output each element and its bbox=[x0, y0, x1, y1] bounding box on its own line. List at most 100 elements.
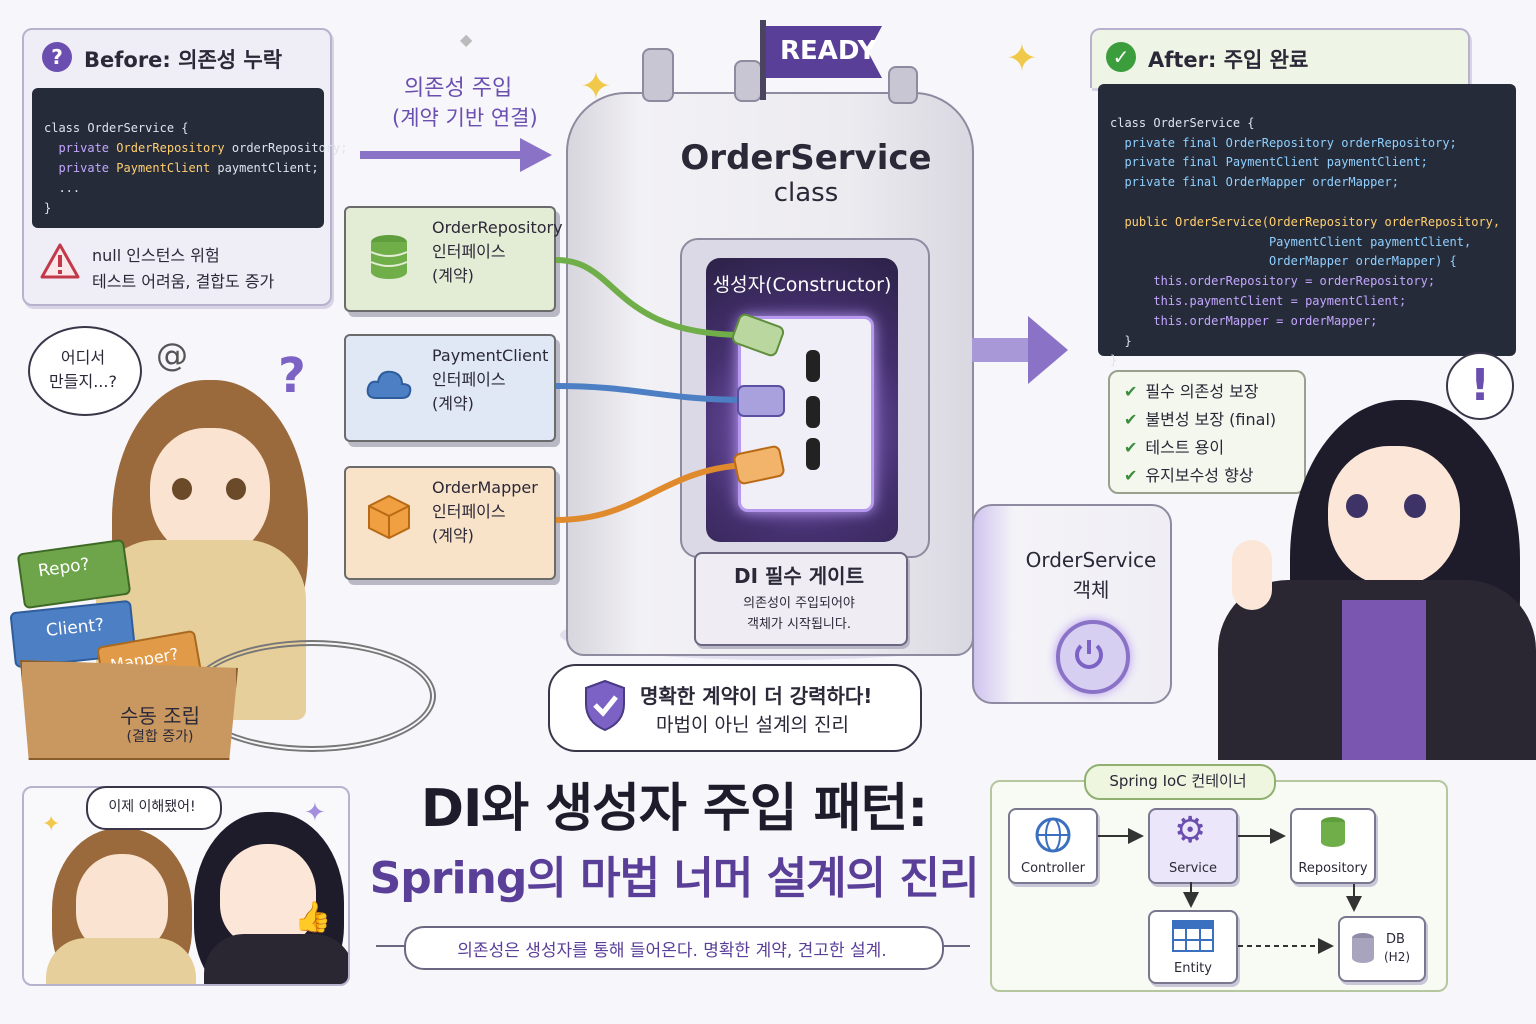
girl-left-face bbox=[150, 428, 270, 558]
benefit-item: ✔유지보수성 향상 bbox=[1124, 462, 1304, 490]
code-line: class OrderService { bbox=[1110, 115, 1255, 130]
machine-knob bbox=[734, 60, 762, 102]
question-icon: ? bbox=[42, 42, 72, 72]
machine-title: OrderService bbox=[680, 138, 932, 178]
interface-type: 인터페이스 bbox=[432, 502, 506, 521]
injection-label-1: 의존성 주입 bbox=[404, 76, 513, 101]
main-title-line-2: Spring의 마법 너머 설계의 진리 bbox=[369, 853, 980, 904]
box-label-1: 수동 조립 bbox=[120, 704, 200, 728]
bottom-comic-speech-text: 이제 이해됐어! bbox=[108, 799, 196, 815]
cloud-icon bbox=[366, 370, 412, 399]
benefit-item: ✔ 필수 의존성 보장 bbox=[1124, 378, 1304, 406]
shield-line-1: 명확한 계약이 더 강력하다! bbox=[640, 684, 873, 708]
benefit-label: 불변성 보장 (final) bbox=[1145, 410, 1277, 429]
check-circle-icon: ✓ bbox=[1106, 42, 1136, 72]
tagline-pill bbox=[404, 926, 944, 970]
thumbs-up-icon: 👍 bbox=[294, 900, 332, 935]
code-keyword: private bbox=[58, 141, 110, 155]
flag-pole bbox=[760, 20, 766, 100]
exclamation-bubble: ! bbox=[1446, 352, 1514, 420]
dependency-cables bbox=[555, 257, 785, 523]
interface-type: 인터페이스 bbox=[432, 242, 506, 261]
ioc-arrows bbox=[1098, 828, 1362, 954]
benefit-label: 테스트 용이 bbox=[1145, 438, 1225, 457]
code-line: this.orderRepository = orderRepository; bbox=[1110, 274, 1436, 289]
gate-line-1: 의존성이 주입되어야 bbox=[743, 596, 855, 611]
socket-slot bbox=[806, 438, 820, 470]
code-line: } bbox=[1110, 353, 1118, 368]
gate-line-2: 객체가 시작됩니다. bbox=[747, 617, 851, 632]
thinking-line-2: 만들지...? bbox=[49, 372, 117, 391]
after-code-block: class OrderService { private final Order… bbox=[1098, 84, 1516, 367]
interface-card-paymentclient: PaymentClient 인터페이스 (계약) bbox=[344, 334, 556, 442]
ioc-node-label: Repository bbox=[1298, 861, 1368, 876]
sparkle-icon: ◆ bbox=[460, 30, 473, 49]
code-line: private final PaymentClient paymentClien… bbox=[1110, 155, 1428, 170]
check-icon: ✔ bbox=[1124, 382, 1138, 401]
after-panel bbox=[1090, 28, 1470, 88]
code-line: this.paymentClient = paymentClient; bbox=[1110, 293, 1407, 308]
comic-girl-dark-face bbox=[220, 844, 316, 946]
thinking-bubble bbox=[28, 326, 142, 416]
ioc-title: Spring IoC 컨테이너 bbox=[1109, 772, 1247, 790]
warning-line-1: null 인스턴스 위험 bbox=[92, 246, 220, 265]
girl-left-eye bbox=[226, 478, 246, 500]
comic-girl-brown-face bbox=[76, 854, 168, 952]
injection-arrow bbox=[360, 138, 552, 172]
benefit-item: ✔ 불변성 보장 (final) bbox=[1124, 406, 1304, 434]
sparkle-icon: ✦ bbox=[42, 812, 61, 837]
database-icon bbox=[370, 235, 408, 279]
code-line: class OrderService { bbox=[44, 121, 189, 135]
comic-girl-brown-hoodie bbox=[46, 938, 196, 984]
ready-flag-text: READY bbox=[780, 36, 877, 66]
girl-right-eye bbox=[1346, 494, 1368, 518]
db-sublabel: (H2) bbox=[1384, 950, 1411, 964]
interface-type: 인터페이스 bbox=[432, 370, 506, 389]
database-icon bbox=[1321, 817, 1345, 847]
check-icon: ✔ bbox=[1124, 466, 1138, 485]
after-title: After: 주입 완료 bbox=[1148, 48, 1309, 72]
girl-right-face bbox=[1328, 446, 1460, 586]
code-line: private final OrderMapper orderMapper; bbox=[1110, 175, 1399, 190]
machine-knob bbox=[642, 48, 674, 102]
code-line: private final OrderRepository orderRepos… bbox=[1110, 135, 1457, 150]
code-type: PaymentClient bbox=[116, 161, 211, 175]
box-label-2: (결합 증가) bbox=[126, 729, 194, 745]
ioc-node-entity: Entity bbox=[1148, 910, 1238, 984]
ioc-node-controller: Controller bbox=[1008, 808, 1098, 884]
interface-name: OrderMapper bbox=[432, 478, 538, 497]
machine-knob bbox=[888, 66, 918, 104]
before-title: Before: 의존성 누락 bbox=[84, 48, 283, 72]
before-panel: ? Before: 의존성 누락 class OrderService { pr… bbox=[22, 28, 347, 306]
ioc-node-label: Controller bbox=[1021, 861, 1085, 876]
database-icon bbox=[1352, 933, 1374, 963]
confused-scribble-icon: @ bbox=[156, 336, 188, 374]
result-arrow bbox=[972, 316, 1068, 384]
tagline: 의존성은 생성자를 통해 들어온다. 명확한 계약, 견고한 설계. bbox=[457, 941, 887, 961]
cube-icon bbox=[368, 494, 410, 540]
code-line: } bbox=[1110, 333, 1132, 348]
sparkle-icon: ✦ bbox=[1006, 36, 1038, 80]
power-icon bbox=[1056, 620, 1130, 694]
interface-card-orderrepository: OrderRepository 인터페이스 (계약) bbox=[344, 206, 563, 312]
db-label: DB bbox=[1386, 932, 1405, 947]
code-line: public OrderService(OrderRepository orde… bbox=[1110, 214, 1501, 229]
warning-line-2: 테스트 어려움, 결합도 증가 bbox=[92, 272, 275, 291]
question-mark-icon: ? bbox=[278, 348, 306, 404]
globe-icon bbox=[1035, 817, 1071, 853]
girl-right-shirt bbox=[1342, 600, 1426, 760]
ioc-node-service: ⚙ Service bbox=[1148, 808, 1238, 884]
socket-slot bbox=[806, 350, 820, 382]
interface-name: OrderRepository bbox=[432, 218, 563, 237]
power-symbol bbox=[1075, 640, 1103, 669]
girl-right-eye bbox=[1404, 494, 1426, 518]
check-icon: ✔ bbox=[1124, 438, 1138, 457]
code-line: PaymentClient paymentClient, bbox=[1110, 234, 1472, 249]
benefit-label: 필수 의존성 보장 bbox=[1145, 382, 1259, 401]
check-icon: ✔ bbox=[1124, 410, 1138, 429]
machine-subtitle: class bbox=[773, 178, 839, 208]
object-line-1: OrderService bbox=[1025, 548, 1157, 572]
socket-slot bbox=[806, 396, 820, 428]
bottom-comic-speech bbox=[86, 786, 222, 830]
injection-label-2: (계약 기반 연결) bbox=[392, 106, 538, 130]
